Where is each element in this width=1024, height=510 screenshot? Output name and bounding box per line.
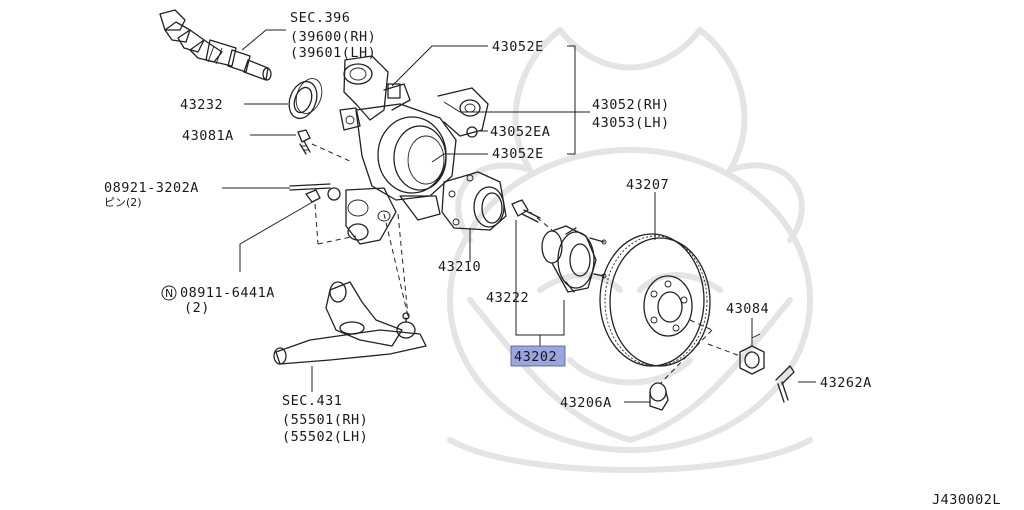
- pin-and-nut: [289, 183, 331, 203]
- wheel-hub-43202: [541, 225, 607, 293]
- label-08921: 08921-3202A: [104, 180, 199, 196]
- label-43052e-bottom: 43052E: [492, 146, 544, 162]
- label-08911-prefix: N: [165, 287, 173, 300]
- label-43206a: 43206A: [560, 395, 612, 411]
- label-sec431-lh: (55502(LH): [282, 429, 368, 445]
- label-43262a: 43262A: [820, 375, 872, 391]
- label-sec431-rh: (55501(RH): [282, 412, 368, 428]
- label-43222: 43222: [486, 290, 529, 306]
- cotter-pin-43262a: [775, 365, 795, 403]
- label-sec431: SEC.431: [282, 393, 342, 409]
- label-08911: 08911-6441A: [180, 285, 275, 301]
- leader-lines: [222, 29, 816, 403]
- drive-shaft: [159, 9, 272, 81]
- label-43202: 43202: [514, 349, 557, 365]
- label-43207: 43207: [626, 177, 669, 193]
- nut-circle-icon: [161, 285, 177, 301]
- brake-rotor-43207: [599, 233, 711, 367]
- label-sec396-rh: (39600(RH): [290, 29, 376, 45]
- lower-control-arm: [273, 281, 427, 365]
- label-43053-lh: 43053(LH): [592, 115, 670, 131]
- assembly-lines: [311, 143, 741, 385]
- label-sec396-lh: (39601(LH): [290, 45, 376, 61]
- label-43052e-top: 43052E: [492, 39, 544, 55]
- label-43084: 43084: [726, 301, 769, 317]
- diagram-id: J430002L: [932, 492, 1001, 508]
- bolt-43222: [511, 199, 541, 223]
- label-43081a: 43081A: [182, 128, 234, 144]
- seal-43232: [288, 78, 323, 120]
- label-08921-pin: ピン(2): [104, 196, 142, 209]
- bearing-housing-43210: [441, 171, 507, 231]
- label-43232: 43232: [180, 97, 223, 113]
- grease-cap-43206a: [649, 382, 669, 411]
- label-08911-qty: (2): [184, 300, 210, 316]
- label-43210: 43210: [438, 259, 481, 275]
- highlight-43202: [510, 345, 566, 367]
- label-sec396: SEC.396: [290, 10, 350, 26]
- label-43052-rh: 43052(RH): [592, 97, 670, 113]
- label-43052ea: 43052EA: [490, 124, 550, 140]
- bolt-43081a: [297, 129, 311, 155]
- steering-knuckle: [327, 55, 489, 245]
